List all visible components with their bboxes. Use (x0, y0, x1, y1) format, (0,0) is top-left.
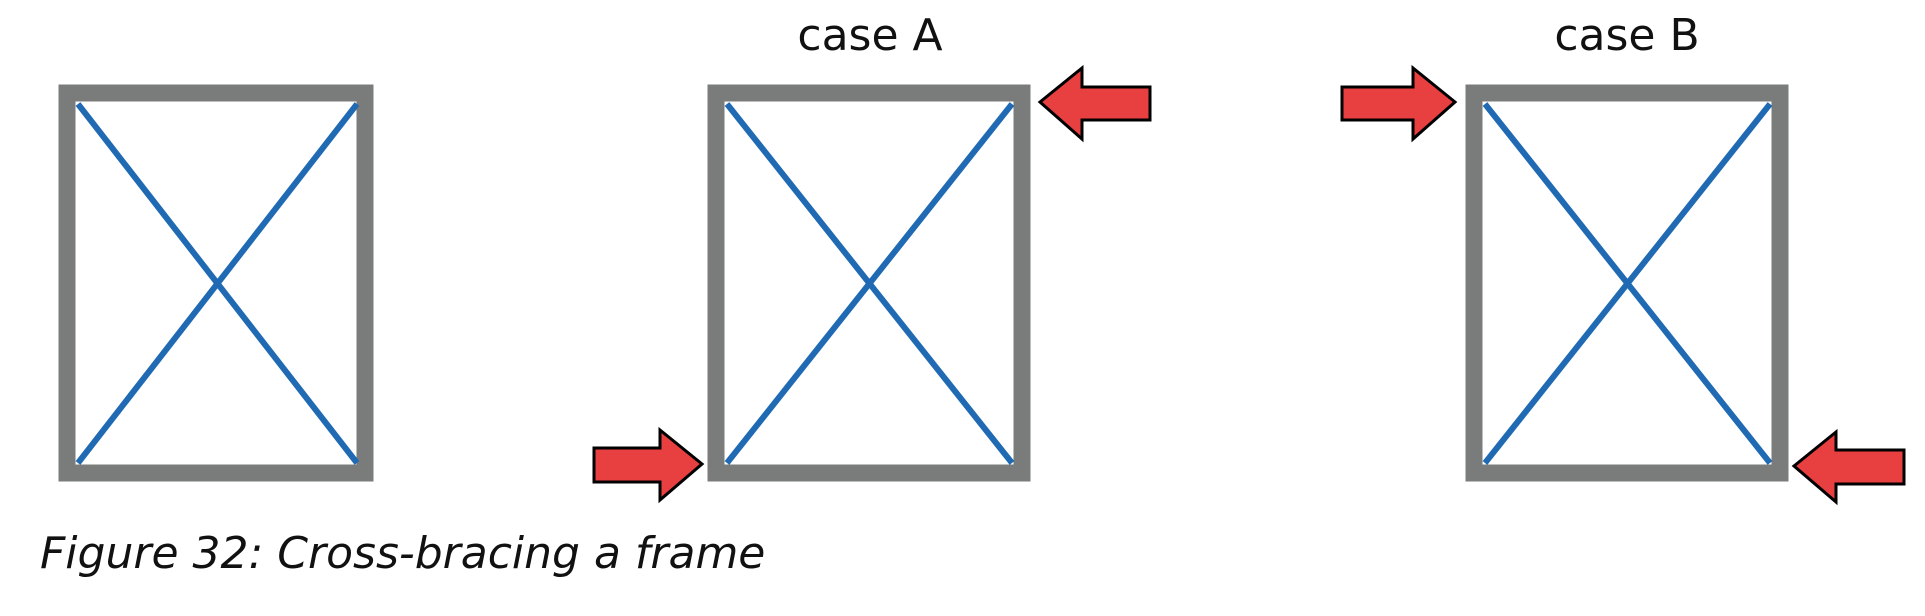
figure-caption: Figure 32: Cross-bracing a frame (40, 528, 766, 579)
case-a-bottom-left-arrow (592, 426, 705, 504)
case-a-top-right-arrow (1037, 64, 1152, 143)
plain-frame-group (58, 84, 374, 482)
case-b-frame (1465, 84, 1789, 482)
case-a-label: case A (797, 10, 943, 61)
case-b-label: case B (1554, 10, 1700, 61)
case-b-brace-diagonal-2 (1482, 102, 1773, 465)
case-b-top-left-arrow (1340, 64, 1458, 143)
case-a-frame (707, 84, 1031, 482)
case-b-bottom-right-arrow (1791, 428, 1906, 506)
case-a-frame-group (592, 64, 1152, 504)
plain-frame (58, 84, 374, 482)
case-a-brace-diagonal-2 (724, 102, 1015, 465)
case-b-frame-group (1340, 64, 1906, 506)
plain-frame-brace-diagonal-2 (75, 102, 360, 465)
